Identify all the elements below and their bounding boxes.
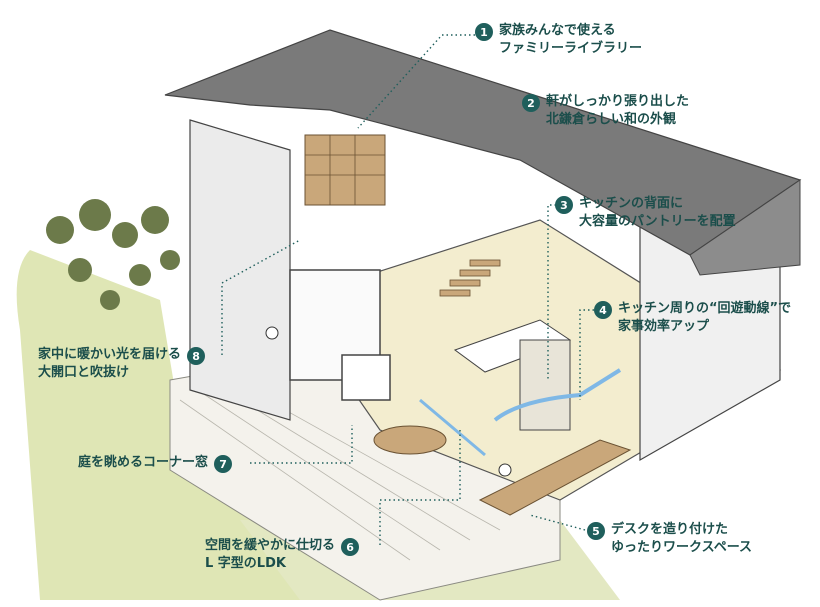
callout-2: 2 軒がしっかり張り出した北鎌倉らしい和の外観 [522, 93, 689, 129]
roof [164, 29, 802, 256]
callout-1-line-1: 家族みんなで使える [499, 23, 616, 38]
circulation-arrow [493, 368, 622, 422]
callout-4-line-2: 家事効率アップ [618, 319, 710, 334]
badge-4: 4 [594, 301, 612, 319]
callout-6-line-1: 空間を緩やかに仕切る [205, 538, 336, 553]
callout-7: 庭を眺めるコーナー窓 7 [78, 454, 233, 473]
callout-6: 空間を緩やかに仕切る L 字型のLDK 6 [205, 537, 360, 573]
badge-5: 5 [587, 522, 605, 540]
callout-5-line-1: デスクを造り付けた [611, 522, 729, 537]
callout-4: 4 キッチン周りの“回遊動線”で家事効率アップ [594, 300, 791, 336]
callout-5: 5 デスクを造り付けたゆったりワークスペース [587, 521, 752, 557]
person-deck [265, 326, 279, 340]
corner-window [341, 354, 391, 401]
callout-5-line-2: ゆったりワークスペース [611, 540, 753, 555]
badge-1: 1 [475, 23, 493, 41]
callout-8-line-2: 大開口と吹抜け [38, 365, 130, 380]
lawn [16, 250, 421, 600]
badge-8: 8 [187, 347, 206, 365]
callout-8-line-1: 家中に暖かい光を届ける [38, 347, 182, 362]
pantry [519, 339, 571, 431]
roof-eave-right [689, 179, 801, 276]
callout-1: 1 家族みんなで使えるファミリーライブラリー [475, 22, 642, 58]
badge-2: 2 [522, 94, 540, 112]
library-shelf [304, 134, 386, 206]
work-desk [478, 439, 632, 516]
callout-3-line-1: キッチンの背面に [579, 196, 684, 211]
callout-2-line-2: 北鎌倉らしい和の外観 [546, 112, 677, 127]
dining-table [373, 425, 447, 455]
badge-6: 6 [341, 538, 360, 556]
callout-3: 3 キッチンの背面に大容量のパントリーを配置 [555, 195, 736, 231]
flow-arrow [419, 398, 486, 457]
callout-2-line-1: 軒がしっかり張り出した [546, 94, 690, 109]
callout-6-line-2: L 字型のLDK [205, 556, 286, 571]
callout-1-line-2: ファミリーライブラリー [499, 41, 643, 56]
callout-3-line-2: 大容量のパントリーを配置 [579, 214, 736, 229]
callout-4-line-1: キッチン周りの“回遊動線”で [618, 301, 792, 316]
callout-8: 家中に暖かい光を届ける大開口と吹抜け 8 [38, 346, 206, 382]
callout-7-line-1: 庭を眺めるコーナー窓 [78, 455, 209, 470]
badge-7: 7 [214, 455, 233, 473]
badge-3: 3 [555, 196, 573, 214]
person-desk [498, 463, 512, 477]
left-wall [189, 119, 291, 421]
